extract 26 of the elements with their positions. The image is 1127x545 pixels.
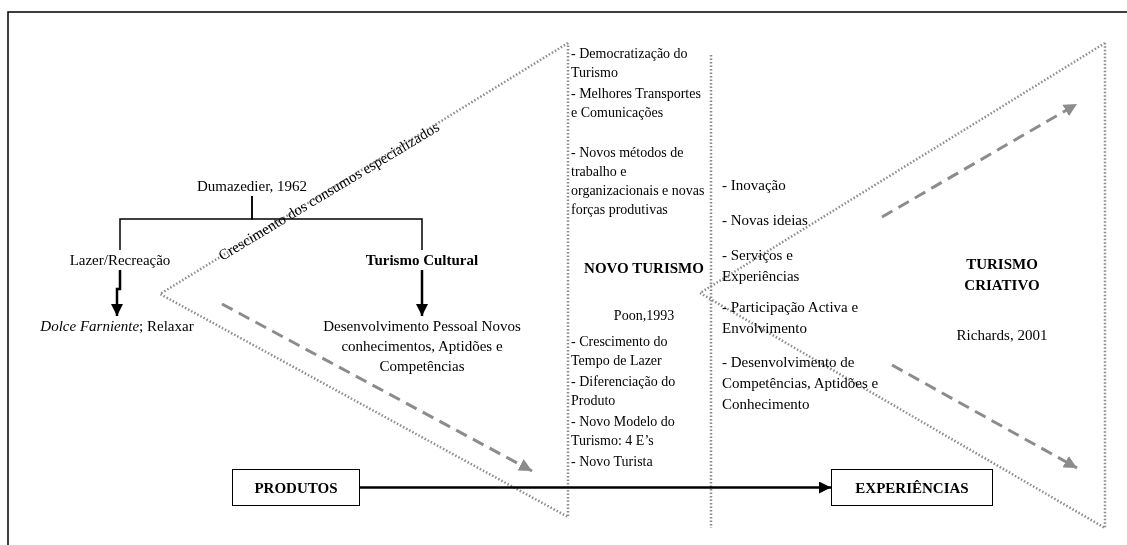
list-item: - Participação Activa e Envolvimento xyxy=(722,298,860,338)
list-item: - Novo Turista xyxy=(571,453,654,471)
arrow xyxy=(360,481,831,494)
list-item: - Novo Modelo do Turismo: 4 E’s xyxy=(571,413,676,450)
node-text: Desenvolvimento Pessoal Novos conhecimentos, Aptidões e Competências xyxy=(322,316,522,376)
heading-label: TURISMO CRIATIVO xyxy=(963,255,1041,295)
stage-box: PRODUTOS xyxy=(232,469,360,506)
arrow xyxy=(111,270,123,316)
list-item: - Diferenciação do Produto xyxy=(571,373,677,410)
list-item: - Desenvolvimento de Competências, Aptidões e Conhecimento xyxy=(722,353,880,414)
list-item: - Novas ideias xyxy=(722,211,809,230)
node-text: Dolce Farniente; Relaxar xyxy=(37,316,197,336)
list-item: - Novos métodos de trabalho e organizacionais e novas forças produtivas xyxy=(571,144,706,219)
node-text: Turismo Cultural xyxy=(342,250,502,270)
list-item: - Inovação xyxy=(722,176,787,195)
list-item: Richards, 2001 xyxy=(955,326,1049,345)
list-item: - Melhores Transportes e Comunicações xyxy=(571,85,702,122)
stage-box: EXPERIÊNCIAS xyxy=(831,469,993,506)
arrow xyxy=(416,270,428,316)
list-item: - Democratização do Turismo xyxy=(571,45,689,82)
list-item: - Crescimento do Tempo de Lazer xyxy=(571,333,669,370)
connector-line xyxy=(251,195,423,251)
list-item: - Serviços e Experiências xyxy=(722,246,801,286)
node-text: Lazer/Recreação xyxy=(50,250,190,270)
list-item: Poon,1993 xyxy=(612,307,676,325)
heading-label: NOVO TURISMO xyxy=(583,259,705,278)
